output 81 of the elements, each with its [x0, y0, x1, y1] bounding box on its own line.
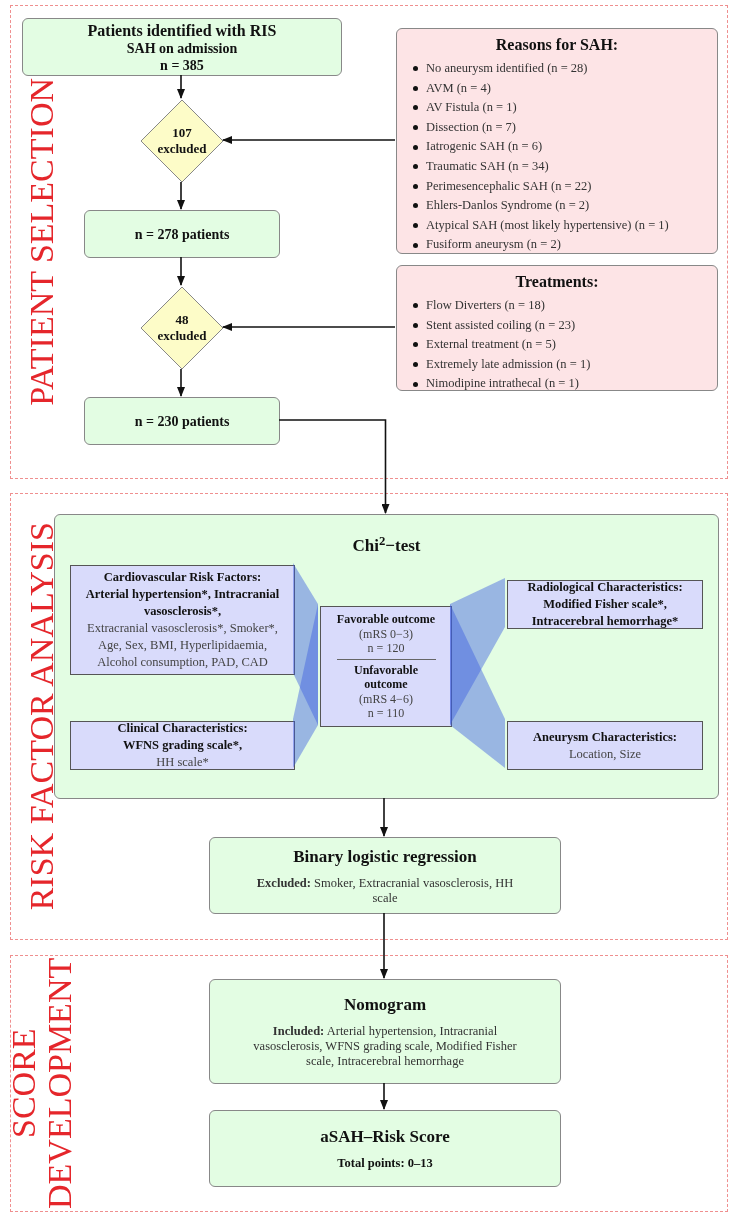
list-item: Extremely late admission (n = 1)	[426, 355, 591, 373]
box-text: Cardiovascular Risk Factors:	[103, 569, 262, 586]
list-item: AV Fistula (n = 1)	[426, 99, 517, 117]
list-item: Stent assisted coiling (n = 23)	[426, 316, 576, 334]
arrow	[380, 797, 388, 837]
box-text: Clinical Characteristics:	[117, 720, 248, 737]
section-band	[10, 955, 728, 1212]
list-item: Perimesencephalic SAH (n = 22)	[426, 177, 592, 195]
decision-diamond	[140, 99, 224, 183]
note-box	[396, 265, 718, 391]
section-label: SCORE DEVELOPMENT	[6, 956, 78, 1211]
box-title: Treatments:	[514, 272, 600, 292]
arrow	[278, 419, 390, 514]
box-text: WFNS grading scale*,	[122, 737, 243, 754]
process-box	[84, 210, 280, 258]
box-title: n = 278 patients	[134, 225, 230, 244]
box-text: Favorable outcome	[336, 612, 436, 627]
factor-box	[70, 565, 295, 675]
list-item: Dissection (n = 7)	[426, 118, 517, 136]
box-title: Chi$^{2}$−test	[351, 533, 422, 557]
box-text: Location, Size	[568, 745, 642, 763]
box-text: 107 excluded	[156, 125, 208, 157]
list-item: Flow Diverters (n = 18)	[426, 297, 545, 314]
factor-box	[70, 721, 295, 770]
box-text: n = 110	[367, 706, 405, 721]
factor-box	[507, 721, 703, 770]
connector-band	[450, 604, 505, 768]
outcome-box	[320, 606, 452, 727]
list-item: External treatment (n = 5)	[426, 336, 556, 354]
box-text: Extracranial vasosclerosis*, Smoker*, Age, Sex, BMI, Hyperlipidaemia, Alcohol consumption, PAD, CAD	[86, 620, 279, 671]
list-item: Fusiform aneurysm (n = 2)	[426, 236, 561, 254]
section-band	[10, 493, 728, 940]
box-text: Arterial hypertension*, Intracranial vasosclerosis*,	[84, 586, 281, 620]
process-box	[209, 979, 561, 1084]
box-text: n = 385	[160, 56, 204, 74]
arrow	[177, 256, 185, 286]
decision-diamond	[140, 286, 224, 370]
arrow	[380, 912, 388, 979]
arrow	[177, 181, 185, 210]
box-title: Binary logistic regression	[293, 845, 477, 868]
arrow	[222, 323, 396, 331]
box-text: Included: Arterial hypertension, Intracranial vasosclerosis, WFNS grading scale, Modified Fisher scale, Intracerebral hemorrhage	[252, 1024, 518, 1069]
factor-box	[507, 580, 703, 629]
process-box	[209, 837, 561, 914]
arrow	[222, 136, 396, 144]
box-text: (mRS 4−6)	[359, 691, 413, 707]
list-item: Atypical SAH (most likely hypertensive) (n = 1)	[426, 216, 669, 234]
box-text: Excluded: Smoker, Extracranial vasosclerosis, HH scale	[255, 875, 515, 906]
arrow	[177, 74, 185, 99]
box-text: (mRS 0−3)	[359, 626, 413, 642]
list-item: Traumatic SAH (n = 34)	[426, 157, 549, 175]
box-title: Patients identified with RIS	[87, 20, 277, 40]
box-text: Modified Fisher scale*, Intracerebral hemorrhage*	[530, 596, 680, 630]
process-box	[54, 514, 719, 799]
box-title: aSAH–Risk Score	[320, 1126, 450, 1148]
list-item: No aneurysm identified (n = 28)	[426, 60, 588, 77]
arrow	[177, 368, 185, 397]
box-title: n = 230 patients	[134, 412, 230, 431]
box-text: n = 120	[367, 641, 405, 656]
box-text: 48 excluded	[156, 312, 208, 344]
list-item: Nimodipine intrathecal (n = 1)	[426, 375, 579, 393]
connector-band	[293, 604, 318, 768]
process-box	[22, 18, 342, 76]
section-band	[10, 5, 728, 479]
process-box	[209, 1110, 561, 1187]
section-label: PATIENT SELECTION	[24, 78, 60, 406]
list-item: Iatrogenic SAH (n = 6)	[426, 138, 543, 156]
box-text: HH scale*	[156, 754, 209, 771]
box-title: Reasons for SAH:	[494, 35, 620, 55]
note-box	[396, 28, 718, 254]
section-label: RISK FACTOR ANALYSIS	[24, 522, 60, 911]
box-text: Radiological Characteristics:	[527, 579, 683, 596]
box-text: Total points: 0–13	[337, 1156, 433, 1171]
box-title: Nomogram	[343, 994, 427, 1016]
process-box	[84, 397, 280, 445]
box-text: Unfavorable outcome	[353, 662, 419, 692]
arrow	[380, 1082, 388, 1110]
box-text: Aneurysm Characteristics:	[532, 728, 678, 746]
list-item: Ehlers-Danlos Syndrome (n = 2)	[426, 197, 590, 215]
list-item: AVM (n = 4)	[426, 79, 491, 97]
box-text: SAH on admission	[126, 39, 238, 57]
